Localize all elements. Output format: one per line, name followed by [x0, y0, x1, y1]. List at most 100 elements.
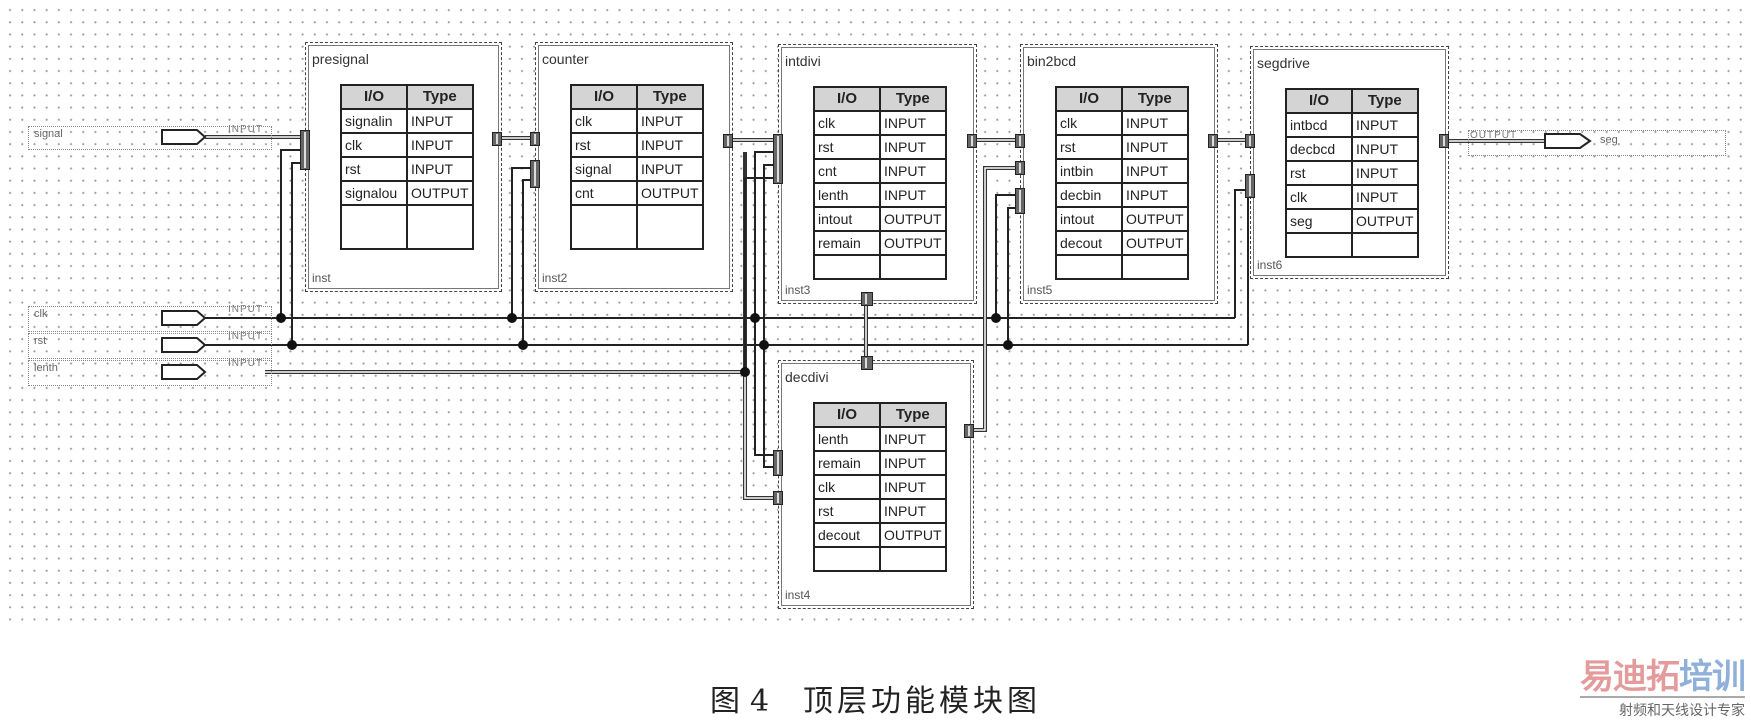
- port-name: [813, 546, 881, 572]
- port-name: rst: [1285, 160, 1353, 186]
- port-type: OUTPUT: [879, 522, 947, 548]
- input-pin-clk-label: clk: [34, 308, 48, 320]
- caption-number: 4: [749, 684, 774, 719]
- port-type: INPUT: [1351, 136, 1419, 162]
- port-connector[interactable]: [530, 132, 540, 146]
- port-connector[interactable]: [1245, 134, 1255, 148]
- port-connector[interactable]: [1015, 134, 1025, 148]
- port-type: OUTPUT: [1121, 230, 1189, 256]
- port-connector[interactable]: [967, 134, 977, 148]
- port-type: [1121, 254, 1189, 280]
- input-pin-signal[interactable]: [28, 126, 272, 150]
- port-connector[interactable]: [1245, 174, 1255, 198]
- port-name: rst: [1055, 134, 1123, 160]
- input-pin-clk[interactable]: [28, 306, 272, 332]
- watermark-subtitle: 射频和天线设计专家: [1580, 696, 1745, 720]
- header-type: Type: [879, 86, 947, 112]
- caption-prefix: 图: [709, 684, 744, 719]
- port-type: OUTPUT: [1351, 208, 1419, 234]
- header-type: Type: [1121, 86, 1189, 112]
- port-name: intout: [1055, 206, 1123, 232]
- port-type: INPUT: [879, 134, 947, 160]
- port-type: INPUT: [636, 156, 704, 182]
- port-type: INPUT: [636, 108, 704, 134]
- port-connector[interactable]: [1439, 134, 1449, 148]
- port-name: signal: [570, 156, 638, 182]
- port-row-empty: [813, 546, 947, 572]
- port-name: intout: [813, 206, 881, 232]
- caption-title: 顶层功能模块图: [803, 684, 1042, 719]
- port-name: remain: [813, 230, 881, 256]
- port-name: clk: [813, 110, 881, 136]
- port-connector[interactable]: [723, 134, 733, 148]
- module-name: bin2bcd: [1027, 53, 1077, 69]
- instance-name: inst3: [785, 283, 811, 297]
- port-type: INPUT: [879, 158, 947, 184]
- port-connector[interactable]: [1015, 161, 1025, 175]
- port-connector[interactable]: [773, 491, 783, 505]
- port-name: lenth: [813, 182, 881, 208]
- port-name: decout: [1055, 230, 1123, 256]
- port-type: INPUT: [1351, 184, 1419, 210]
- header-io: I/O: [340, 84, 408, 110]
- module-name: presignal: [312, 51, 369, 67]
- port-connector[interactable]: [1208, 134, 1218, 148]
- port-connector[interactable]: [530, 160, 540, 188]
- port-connector[interactable]: [1015, 188, 1025, 214]
- port-name: rst: [813, 498, 881, 524]
- port-connector[interactable]: [300, 130, 310, 170]
- port-type: OUTPUT: [879, 230, 947, 256]
- port-type: INPUT: [879, 498, 947, 524]
- input-pin-signal-shape: [161, 129, 207, 145]
- port-type: INPUT: [1351, 112, 1419, 138]
- port-type: INPUT: [406, 108, 474, 134]
- port-name: rst: [813, 134, 881, 160]
- instance-name: inst2: [542, 271, 568, 285]
- port-connector[interactable]: [773, 134, 783, 184]
- port-name: [813, 254, 881, 280]
- port-name: [1055, 254, 1123, 280]
- header-io: I/O: [570, 84, 638, 110]
- port-connector[interactable]: [773, 450, 783, 476]
- port-type: INPUT: [1121, 110, 1189, 136]
- port-name: decbin: [1055, 182, 1123, 208]
- output-pin-seg[interactable]: [1468, 130, 1726, 156]
- port-connector[interactable]: [861, 292, 873, 306]
- port-type: INPUT: [879, 182, 947, 208]
- port-connector[interactable]: [964, 424, 974, 438]
- port-connector[interactable]: [861, 356, 873, 370]
- junction-dots: [276, 313, 1013, 377]
- header-io: I/O: [813, 86, 881, 112]
- port-connector[interactable]: [492, 132, 502, 146]
- port-name: intbcd: [1285, 112, 1353, 138]
- port-type: OUTPUT: [879, 206, 947, 232]
- output-pin-seg-shape: [1544, 133, 1592, 149]
- input-pin-lenth[interactable]: [28, 360, 272, 386]
- input-pin-rst[interactable]: [28, 333, 272, 359]
- port-name: cnt: [570, 180, 638, 206]
- port-type: [406, 204, 474, 250]
